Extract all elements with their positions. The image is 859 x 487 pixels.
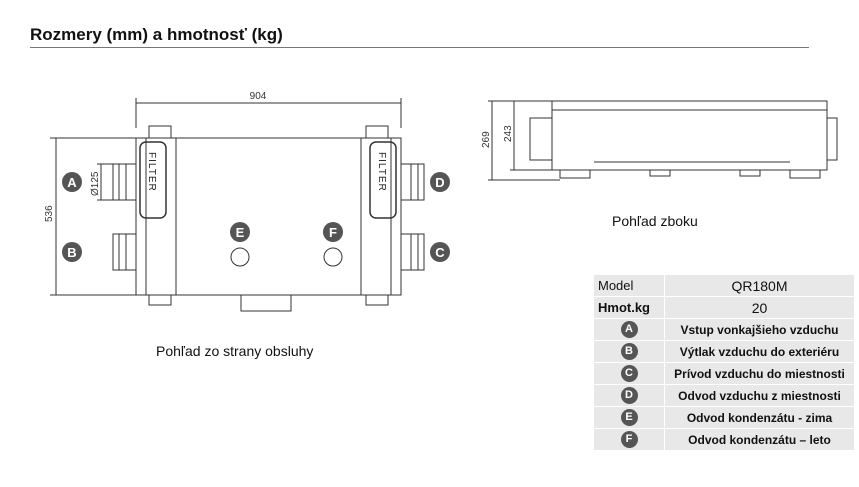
filter-left-label: FILTER <box>146 152 157 192</box>
drain-e-fitting <box>230 247 250 267</box>
port-e-badge: E <box>230 222 250 242</box>
legend-text-c: Prívod vzduchu do miestnosti <box>664 362 855 385</box>
legend-text-b: Výtlak vzduchu do exteriéru <box>664 340 855 363</box>
legend-row: C Prívod vzduchu do miestnosti <box>593 362 855 385</box>
legend-row: D Odvod vzduchu z miestnosti <box>593 384 855 407</box>
legend-badge-a: A <box>620 321 638 338</box>
port-c-badge: C <box>430 242 450 262</box>
svg-text:D: D <box>435 175 444 190</box>
legend-badge-b: B <box>620 343 638 360</box>
legend-badge-f: F <box>620 431 638 448</box>
duct-diameter-label: Ø125 <box>90 171 101 196</box>
legend-text-e: Odvod kondenzátu - zima <box>664 406 855 429</box>
legend-text-f: Odvod kondenzátu – leto <box>664 428 855 451</box>
legend-badge-d: D <box>620 387 638 404</box>
unit-body-side <box>551 100 828 171</box>
model-value: QR180M <box>664 274 855 297</box>
spec-row-weight: Hmot.kg 20 <box>593 296 855 319</box>
legend-row: A Vstup vonkajšieho vzduchu <box>593 318 855 341</box>
svg-text:F: F <box>329 225 337 240</box>
legend-text-d: Odvod vzduchu z miestnosti <box>664 384 855 407</box>
spec-table: Model QR180M Hmot.kg 20 A Vstup vonkajši… <box>593 274 855 451</box>
port-f-badge: F <box>323 222 343 242</box>
title-divider <box>30 47 809 48</box>
legend-row: F Odvod kondenzátu – leto <box>593 428 855 451</box>
legend-row: E Odvod kondenzátu - zima <box>593 406 855 429</box>
legend-badge-c: C <box>620 365 638 382</box>
filter-right <box>369 141 397 219</box>
legend-text-a: Vstup vonkajšieho vzduchu <box>664 318 855 341</box>
page-title: Rozmery (mm) a hmotnosť (kg) <box>30 25 283 44</box>
legend-badge-e: E <box>620 409 638 426</box>
legend-row: B Výtlak vzduchu do exteriéru <box>593 340 855 363</box>
svg-text:E: E <box>236 225 245 240</box>
side-height-outer-label: 269 <box>481 131 492 148</box>
drain-f-fitting <box>323 247 343 267</box>
side-height-inner-label: 243 <box>503 125 514 142</box>
filter-right-label: FILTER <box>376 152 387 192</box>
front-view-caption: Pohľad zo strany obsluhy <box>156 343 314 359</box>
weight-label: Hmot.kg <box>593 296 665 319</box>
spec-row-model: Model QR180M <box>593 274 855 297</box>
svg-text:A: A <box>67 175 77 190</box>
port-b-badge: B <box>62 242 82 262</box>
side-view-caption: Pohľad zboku <box>612 213 698 229</box>
filter-left <box>139 141 167 219</box>
port-d-badge: D <box>430 172 450 192</box>
port-a-badge: A <box>62 172 82 192</box>
svg-text:B: B <box>67 245 76 260</box>
width-dimension-label: 904 <box>250 91 267 102</box>
weight-value: 20 <box>664 296 855 319</box>
height-dimension-label: 536 <box>44 205 55 222</box>
model-label: Model <box>593 274 665 297</box>
svg-text:C: C <box>435 245 445 260</box>
